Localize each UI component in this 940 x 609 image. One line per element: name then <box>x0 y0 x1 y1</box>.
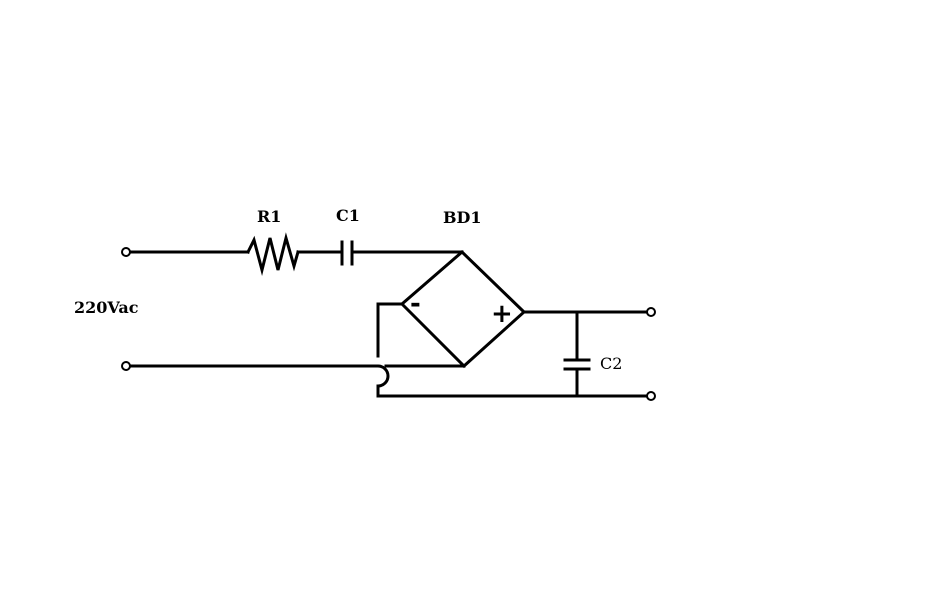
bridge-minus-symbol: - <box>410 289 421 319</box>
label-bd1: BD1 <box>443 208 482 227</box>
output-terminal-negative <box>646 391 656 401</box>
wire-negative-return <box>376 302 654 398</box>
wire-bottom-input <box>127 364 390 388</box>
capacitor-c2-symbol <box>563 358 591 371</box>
output-terminal-positive <box>646 307 656 317</box>
label-input-voltage: 220Vac <box>74 298 139 317</box>
bridge-plus-symbol: + <box>491 299 513 329</box>
resistor-r1-symbol <box>245 232 300 276</box>
capacitor-c1-symbol <box>340 240 354 266</box>
input-terminal-bottom <box>121 361 131 371</box>
label-c1: C1 <box>336 206 360 225</box>
label-r1: R1 <box>257 207 281 226</box>
input-terminal-top <box>121 247 131 257</box>
label-c2: C2 <box>600 354 622 373</box>
